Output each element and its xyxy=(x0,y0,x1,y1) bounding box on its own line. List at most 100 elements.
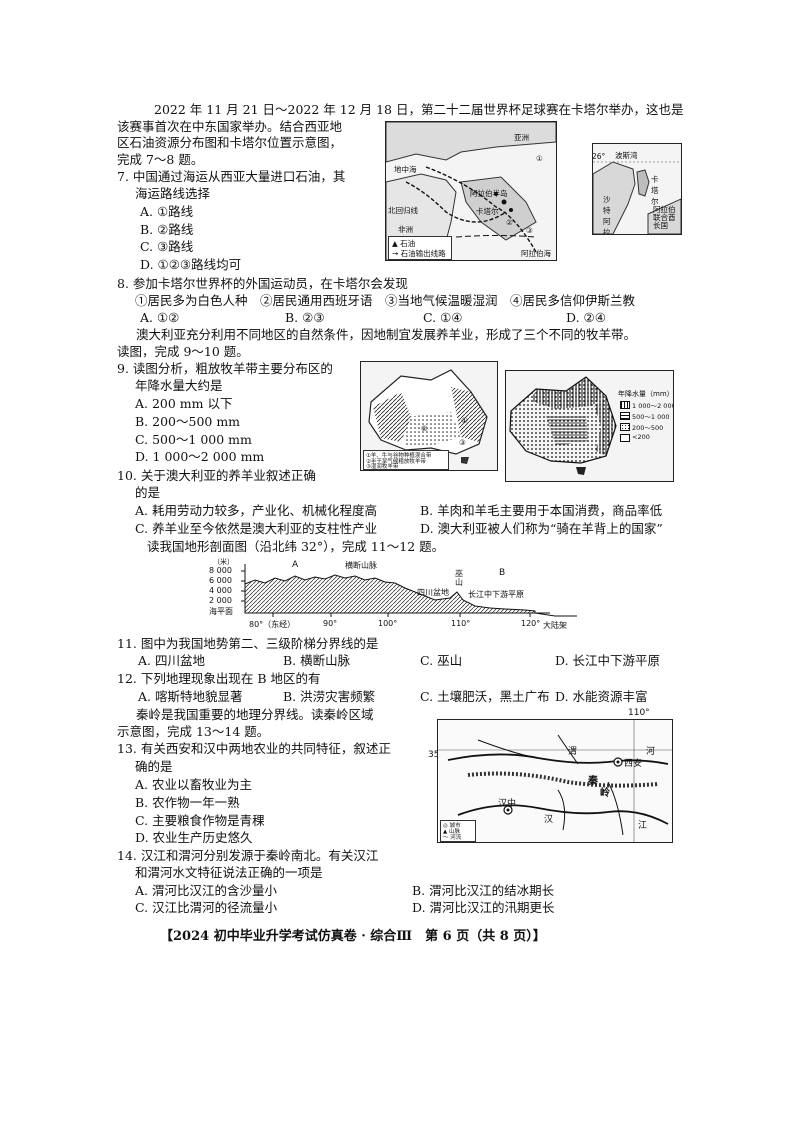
profile-y-unit: （米） xyxy=(213,558,234,566)
map5-hanzhong-label: 汉中 xyxy=(498,799,517,809)
q13-stem: 13. 有关西安和汉中两地农业的共同特征，叙述正 xyxy=(117,741,391,756)
q10-option-a[interactable]: A. 耗用劳动力较多，产业化、机械化程度高 xyxy=(135,503,377,518)
q12-option-a[interactable]: A. 喀斯特地貌显著 xyxy=(138,689,243,704)
q13-option-c[interactable]: C. 主要粮食作物是青稞 xyxy=(135,813,265,828)
q8-statements: ①居民多为白色人种 ②居民通用西班牙语 ③当地气候温暖湿润 ④居民多信仰伊斯兰教 xyxy=(135,293,636,308)
profile-ytick-4000: 4 000 xyxy=(209,586,232,595)
map3-legend-1: ①羊、牛与谷物种植混合带 xyxy=(366,453,432,459)
intro-11-12: 读我国地形剖面图（沿北纬 32°），完成 11～12 题。 xyxy=(147,539,445,554)
map2-uae-label: 阿拉伯联合酋长国 xyxy=(653,205,676,230)
q8-option-b[interactable]: B. ②③ xyxy=(285,310,325,325)
australia-rainfall-drawing xyxy=(509,376,617,475)
profile-plain-label: 长江中下游平原 xyxy=(468,590,524,599)
map1-med-label: 地中海 xyxy=(394,165,417,174)
map5-legend: ◎ 城市 ▲ 山脉 ～ 河流 xyxy=(440,820,476,842)
page-footer: 【2024 初中毕业升学考试仿真卷 · 综合Ⅲ 第 6 页（共 8 页）】 xyxy=(160,929,546,944)
intro-9-10-line2: 读图，完成 9～10 题。 xyxy=(117,344,249,359)
q10-stem: 10. 关于澳大利亚的养羊业叙述正确 xyxy=(117,468,316,483)
q9-stem-cont: 年降水量大约是 xyxy=(135,378,223,393)
qinling-map-drawing xyxy=(438,720,672,842)
q10-option-d[interactable]: D. 澳大利亚被人们称为“骑在羊背上的国家” xyxy=(420,521,663,536)
q14-option-b[interactable]: B. 渭河比汉江的结冰期长 xyxy=(412,883,555,898)
intro-13-14-line1: 秦岭是我国重要的地理分界线。读秦岭区域 xyxy=(136,707,374,722)
qatar-location-map: 26° 波斯湾 卡塔尔 沙特阿拉伯 阿拉伯联合酋长国 xyxy=(592,143,682,235)
australia-rainfall-map: 年降水量（mm） 1 000～2 000 500～1 000 200～500 <… xyxy=(505,370,674,482)
map1-arabia-label: 阿拉伯半岛 xyxy=(470,189,508,198)
map4-swatch-4 xyxy=(620,434,630,442)
map5-xian-label: 西安 xyxy=(624,759,643,769)
profile-ytick-8000: 8 000 xyxy=(209,566,232,575)
intro-9-10-line1: 澳大利亚充分利用不同地区的自然条件，因地制宜发展养羊业，形成了三个不同的牧羊带。 xyxy=(136,327,637,342)
q9-option-c[interactable]: C. 500～1 000 mm xyxy=(135,432,252,447)
profile-xtick-110: 110° xyxy=(451,619,471,628)
q10-stem-cont: 的是 xyxy=(135,485,161,500)
map5-lat-label: 35° xyxy=(428,750,444,760)
q11-stem: 11. 图中为我国地势第二、三级阶梯分界线的是 xyxy=(117,636,379,651)
q12-option-d[interactable]: D. 水能资源丰富 xyxy=(555,689,648,704)
q7-option-c[interactable]: C. ③路线 xyxy=(140,239,194,254)
australia-sheep-belt-map: ① ② ③ ①羊、牛与谷物种植混合带 ②半干旱气候粗放牧羊带 ③湿润牧羊带 xyxy=(360,361,498,471)
q8-stem: 8. 参加卡塔尔世界杯的外国运动员，在卡塔尔会发现 xyxy=(117,276,408,291)
map5-weihe-label-2: 河 xyxy=(646,747,656,757)
map3-legend-2: ②半干旱气候粗放牧羊带 xyxy=(366,459,426,465)
map2-gulf-label: 波斯湾 xyxy=(615,151,638,160)
q9-option-b[interactable]: B. 200～500 mm xyxy=(135,414,241,429)
q10-option-b[interactable]: B. 羊肉和羊毛主要用于本国消费，商品率低 xyxy=(420,503,663,518)
map4-legend-3: 200～500 xyxy=(632,424,664,432)
q14-option-d[interactable]: D. 渭河比汉江的汛期更长 xyxy=(412,900,555,915)
profile-wushan-label-2: 山 xyxy=(455,578,463,587)
map5-legend-river: ～ 河流 xyxy=(443,835,462,841)
map1-route3: ③ xyxy=(526,226,533,235)
map5-legend-city: ◎ 城市 xyxy=(443,823,461,829)
q7-stem-cont: 海运路线选择 xyxy=(135,186,211,201)
australia-belt-drawing xyxy=(368,369,488,464)
q14-stem-cont: 和渭河水文特征说法正确的一项是 xyxy=(135,865,323,880)
profile-ytick-6000: 6 000 xyxy=(209,576,232,585)
q14-option-a[interactable]: A. 渭河比汉江的含沙量小 xyxy=(135,883,277,898)
map1-arabsea-label: 阿拉伯海 xyxy=(521,249,551,258)
q13-option-a[interactable]: A. 农业以畜牧业为主 xyxy=(135,777,252,792)
map3-zone1: ① xyxy=(461,416,468,425)
map4-legend-4: <200 xyxy=(632,433,650,441)
map1-asia-label: 亚洲 xyxy=(514,133,529,142)
q11-option-a[interactable]: A. 四川盆地 xyxy=(138,653,205,668)
map5-hanjiang-label-1: 汉 xyxy=(544,815,554,825)
q11-option-d[interactable]: D. 长江中下游平原 xyxy=(555,653,661,668)
q13-option-d[interactable]: D. 农业生产历史悠久 xyxy=(135,830,253,845)
q12-stem: 12. 下列地理现象出现在 B 地区的有 xyxy=(117,671,321,686)
q9-option-d[interactable]: D. 1 000～2 000 mm xyxy=(135,449,265,464)
q8-option-d[interactable]: D. ②④ xyxy=(566,310,606,325)
map1-route2: ② xyxy=(506,218,513,227)
q11-option-b[interactable]: B. 横断山脉 xyxy=(283,653,351,668)
map2-lat-label: 26° xyxy=(592,152,606,161)
profile-label-a: A xyxy=(292,560,299,570)
q14-option-c[interactable]: C. 汉江比渭河的径流量小 xyxy=(135,900,278,915)
q8-option-c[interactable]: C. ①④ xyxy=(423,310,463,325)
q8-option-a[interactable]: A. ①② xyxy=(140,310,180,325)
q7-option-d[interactable]: D. ①②③路线均可 xyxy=(140,257,242,272)
q7-option-b[interactable]: B. ②路线 xyxy=(140,222,194,237)
terrain-profile-32n: （米） 8 000 6 000 4 000 2 000 海平面 80°（东经） … xyxy=(205,556,577,634)
map1-legend: ▲ 石油 → 石油输出线路 xyxy=(388,236,452,260)
map1-legend-route: → 石油输出线路 xyxy=(392,249,446,258)
profile-sea-level: 海平面 xyxy=(209,607,233,616)
q9-stem: 9. 读图分析，粗放牧羊带主要分布区的 xyxy=(117,361,333,376)
map4-swatch-2 xyxy=(620,412,630,420)
q9-option-a[interactable]: A. 200 mm 以下 xyxy=(135,396,233,411)
q11-option-c[interactable]: C. 巫山 xyxy=(420,653,463,668)
profile-xtick-100: 100° xyxy=(378,619,398,628)
q7-option-a[interactable]: A. ①路线 xyxy=(140,204,194,219)
q10-option-c[interactable]: C. 养羊业至今依然是澳大利亚的支柱性产业 xyxy=(135,521,378,536)
q13-option-b[interactable]: B. 农作物一年一熟 xyxy=(135,795,240,810)
q12-option-b[interactable]: B. 洪涝灾害频繁 xyxy=(283,689,376,704)
intro-13-14-line2: 示意图，完成 13～14 题。 xyxy=(117,724,270,739)
map4-legend-1: 1 000～2 000 xyxy=(632,402,674,410)
map1-tropic-label: 北回归线 xyxy=(388,206,418,215)
map1-africa-label: 非洲 xyxy=(398,225,413,234)
profile-ytick-2000: 2 000 xyxy=(209,596,232,605)
map1-route1: ① xyxy=(536,154,543,163)
terrain-profile-drawing xyxy=(241,564,577,617)
q7-stem: 7. 中国通过海运从西亚大量进口石油，其 xyxy=(117,169,346,184)
map1-qatar-label: 卡塔尔 xyxy=(476,207,499,216)
q12-option-c[interactable]: C. 土壤肥沃，黑土广布 xyxy=(420,689,550,704)
